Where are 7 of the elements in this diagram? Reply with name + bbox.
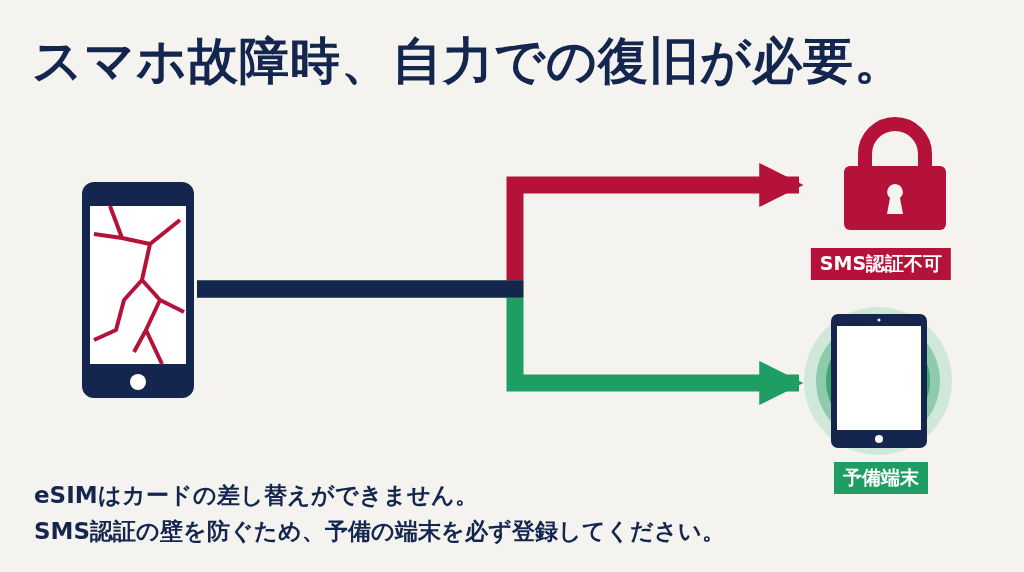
connector-line xyxy=(197,280,523,298)
broken-smartphone-icon xyxy=(80,180,196,400)
status-label: SMS認証不可 xyxy=(810,248,952,280)
status-label: 予備端末 xyxy=(834,462,928,494)
note-text: SMS認証の壁を防ぐため、予備の端末を必ず登録してください。 xyxy=(34,517,726,546)
note-text: eSIMはカードの差し替えができません。 xyxy=(34,481,478,510)
title: スマホ故障時、自力での復旧が必要。 xyxy=(32,31,905,92)
